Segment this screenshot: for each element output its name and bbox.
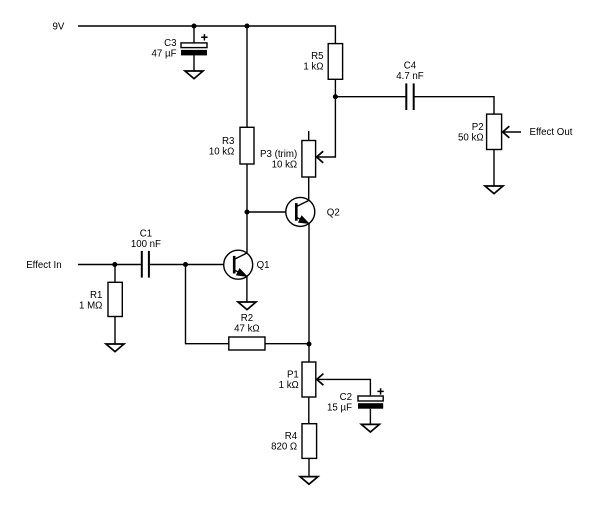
svg-text:R2: R2 [241,313,253,324]
svg-text:Q2: Q2 [327,207,340,218]
svg-text:50 kΩ: 50 kΩ [458,133,484,144]
svg-text:Effect Out: Effect Out [530,127,573,138]
svg-text:R5: R5 [311,51,323,62]
svg-text:P2: P2 [472,122,484,133]
svg-text:1 kΩ: 1 kΩ [303,62,323,73]
svg-text:C4: C4 [404,61,417,72]
svg-text:100 nF: 100 nF [131,239,161,250]
svg-text:R1: R1 [90,290,102,301]
svg-text:15 µF: 15 µF [327,403,352,414]
svg-text:1 kΩ: 1 kΩ [279,380,299,391]
svg-text:10 kΩ: 10 kΩ [209,146,235,157]
svg-text:C1: C1 [140,229,152,240]
svg-text:R3: R3 [222,136,234,147]
svg-text:4.7 nF: 4.7 nF [396,71,424,82]
svg-text:R4: R4 [285,431,298,442]
svg-text:C2: C2 [340,392,352,403]
svg-text:10 kΩ: 10 kΩ [272,159,298,170]
svg-text:Effect In: Effect In [26,260,61,271]
svg-text:Q1: Q1 [257,260,270,271]
svg-text:9V: 9V [52,21,64,32]
svg-text:47 µF: 47 µF [152,49,177,60]
svg-text:1 MΩ: 1 MΩ [79,301,102,312]
svg-text:C3: C3 [164,38,176,49]
svg-text:P3 (trim): P3 (trim) [260,149,297,160]
svg-text:47 kΩ: 47 kΩ [234,323,260,334]
svg-text:P1: P1 [287,370,299,381]
svg-text:820 Ω: 820 Ω [271,442,297,453]
